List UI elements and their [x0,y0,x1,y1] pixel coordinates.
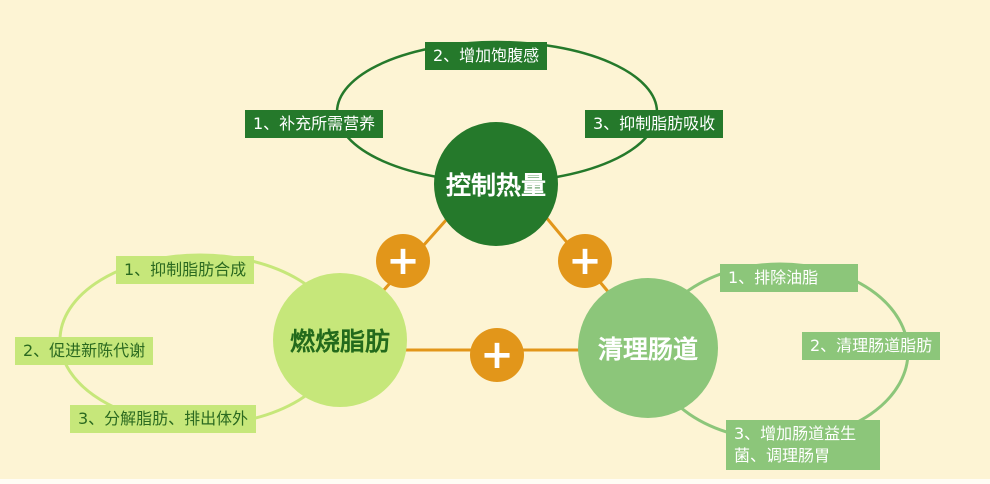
left-item-1: 1、抑制脂肪合成 [116,256,255,284]
top-item-3: 3、抑制脂肪吸收 [585,110,724,138]
node-control-calories: 控制热量 [434,122,558,246]
right-item-2: 2、清理肠道脂肪 [802,332,941,360]
node-clean-gut: 清理肠道 [578,278,718,418]
left-item-3: 3、分解脂肪、排出体外 [70,405,257,433]
top-item-1: 1、补充所需营养 [245,110,384,138]
plus-icon: + [470,328,524,382]
node-burn-fat: 燃烧脂肪 [273,273,407,407]
node-label: 清理肠道 [597,335,698,364]
plus-icon: + [376,234,430,288]
left-item-2: 2、促进新陈代谢 [15,337,154,365]
node-label: 控制热量 [445,171,546,200]
right-item-3-line-1: 3、增加肠道益生 [734,424,857,443]
footer-strip [0,479,990,484]
right-item-3-line-2: 菌、调理肠胃 [734,446,831,465]
right-item-1: 1、排除油脂 [720,264,859,292]
node-label: 燃烧脂肪 [289,327,390,356]
plus-icon: + [558,234,612,288]
top-item-2: 2、增加饱腹感 [425,42,548,70]
right-item-3: 3、增加肠道益生 菌、调理肠胃 [726,420,880,470]
